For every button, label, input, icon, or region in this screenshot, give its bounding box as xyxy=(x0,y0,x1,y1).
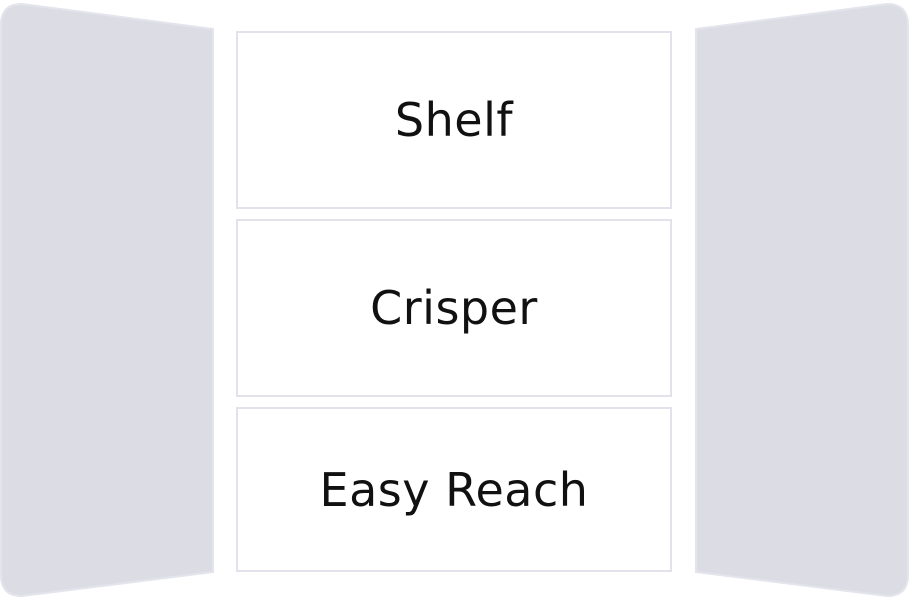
compartment-shelf[interactable]: Shelf xyxy=(236,31,672,209)
left-door-shape xyxy=(0,2,214,598)
right-door-shape xyxy=(695,2,909,598)
compartment-easy-reach[interactable]: Easy Reach xyxy=(236,407,672,572)
right-door[interactable] xyxy=(693,0,909,600)
compartment-label-crisper: Crisper xyxy=(370,281,538,335)
compartment-label-shelf: Shelf xyxy=(394,93,514,147)
compartment-crisper[interactable]: Crisper xyxy=(236,219,672,397)
compartment-label-easy-reach: Easy Reach xyxy=(319,462,589,517)
left-door[interactable] xyxy=(0,0,216,600)
